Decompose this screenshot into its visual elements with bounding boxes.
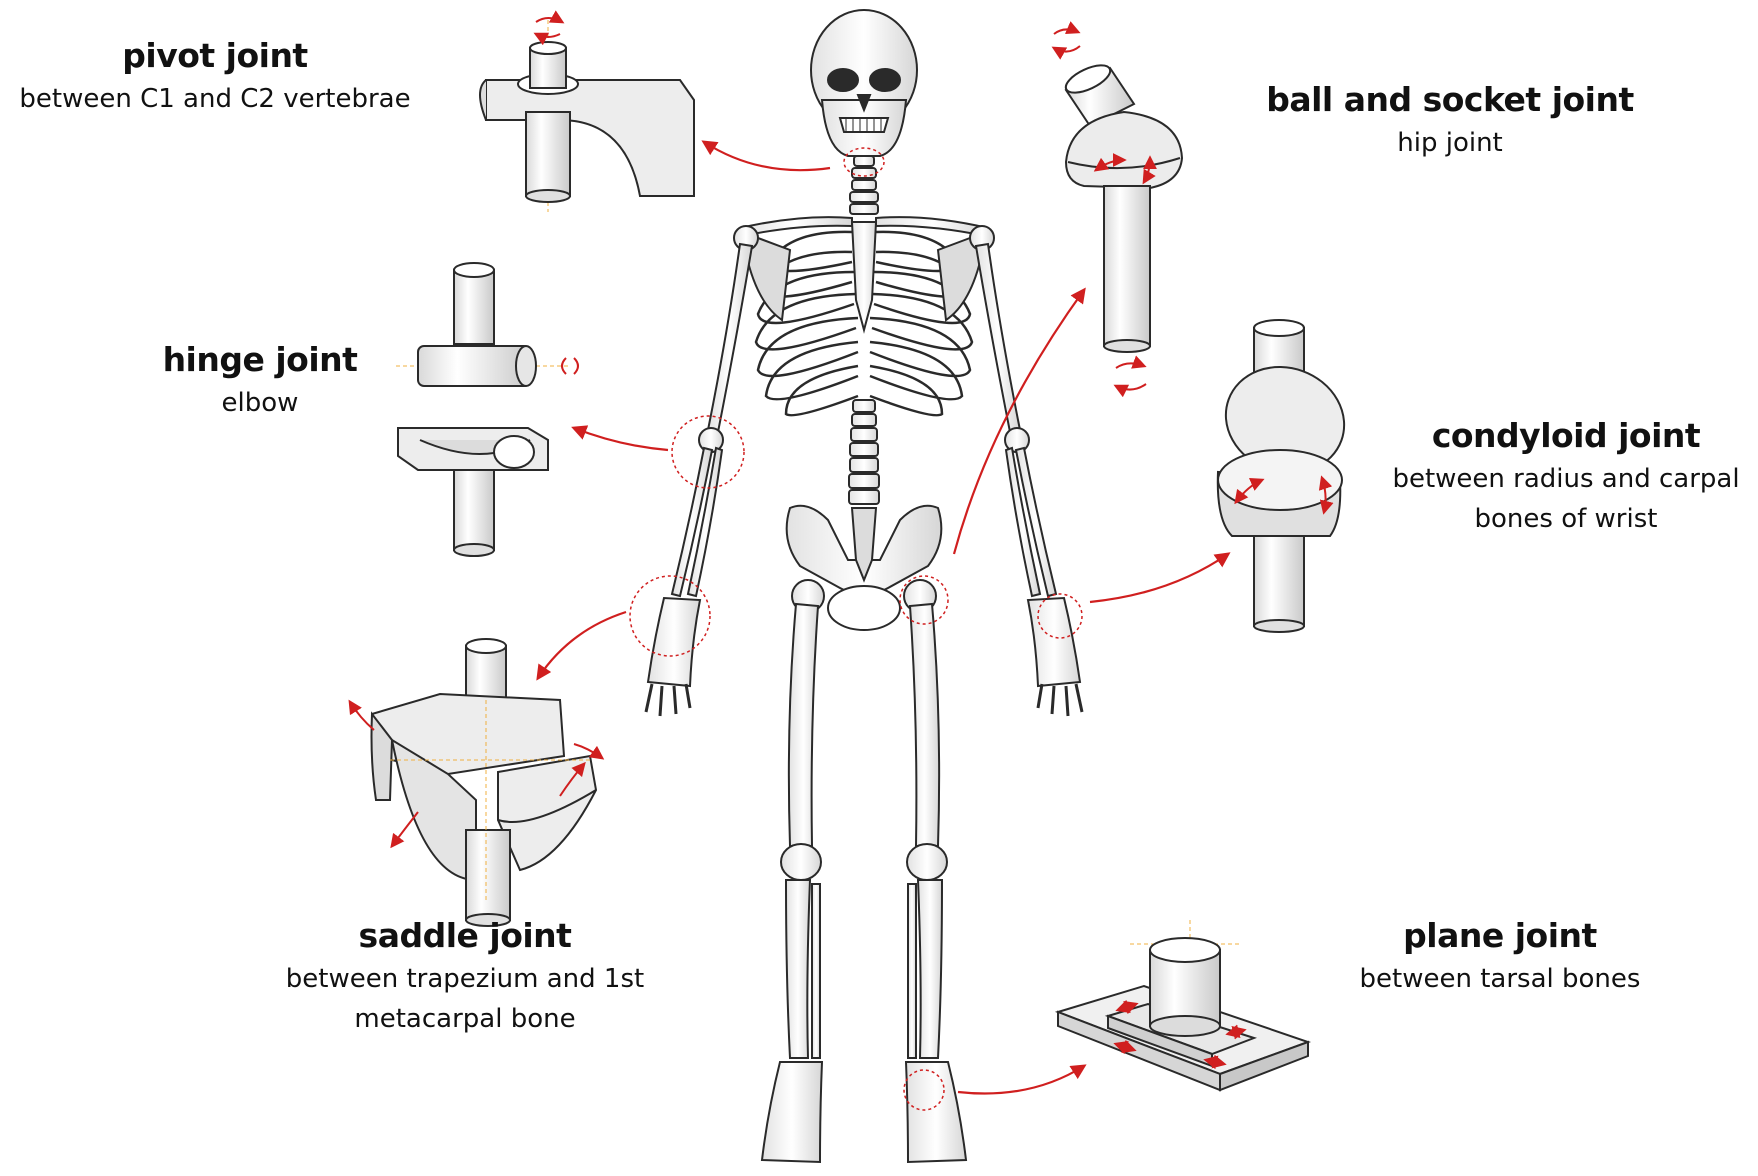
arrow-pivot (704, 142, 830, 170)
label-ball-socket-title: ball and socket joint (1240, 80, 1660, 119)
label-pivot-description: between C1 and C2 vertebrae (0, 79, 430, 119)
pelvis-opening (828, 586, 900, 630)
label-condyloid-title: condyloid joint (1376, 416, 1756, 455)
leg-right (904, 580, 966, 1162)
cervical-spine (850, 156, 878, 214)
label-saddle-title: saddle joint (270, 916, 660, 955)
plane-joint-model (1058, 920, 1308, 1090)
label-condyloid-description: between radius and carpal bones of wrist (1376, 459, 1756, 539)
label-hinge-title: hinge joint (120, 340, 400, 379)
lumbar-spine (849, 400, 879, 504)
label-plane: plane joint between tarsal bones (1310, 916, 1690, 999)
pivot-joint-model (480, 18, 694, 212)
label-pivot-title: pivot joint (0, 36, 430, 75)
label-condyloid: condyloid joint between radius and carpa… (1376, 416, 1756, 539)
label-hinge-description: elbow (120, 383, 400, 423)
ball-socket-joint-model (1054, 29, 1182, 389)
hinge-joint-model (396, 263, 578, 556)
label-ball-socket: ball and socket joint hip joint (1240, 80, 1660, 163)
label-plane-title: plane joint (1310, 916, 1690, 955)
label-saddle-description: between trapezium and 1st metacarpal bon… (270, 959, 660, 1039)
arm-left (646, 226, 758, 716)
label-ball-socket-description: hip joint (1240, 123, 1660, 163)
saddle-joint-model (350, 639, 602, 926)
arrow-plane (958, 1066, 1084, 1094)
sternum (852, 222, 876, 330)
arrow-condyloid (1090, 554, 1228, 602)
label-hinge: hinge joint elbow (120, 340, 400, 423)
skull (811, 10, 917, 156)
label-pivot: pivot joint between C1 and C2 vertebrae (0, 36, 430, 119)
leg-left (762, 580, 824, 1162)
label-plane-description: between tarsal bones (1310, 959, 1690, 999)
arrow-hinge (574, 428, 668, 450)
arrow-saddle (538, 612, 626, 678)
arm-right (970, 226, 1082, 716)
skeleton (646, 10, 1082, 1162)
label-saddle: saddle joint between trapezium and 1st m… (270, 916, 660, 1039)
condyloid-joint-model (1211, 320, 1359, 632)
